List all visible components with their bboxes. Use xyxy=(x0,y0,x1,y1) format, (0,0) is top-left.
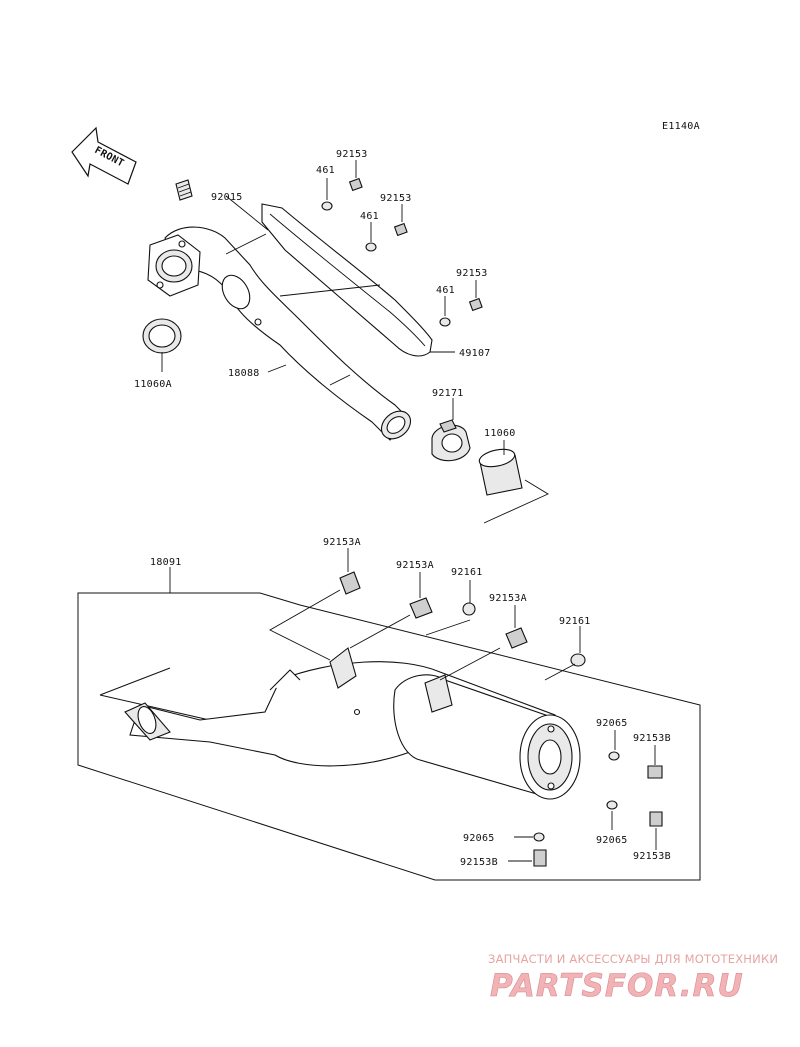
label-92153-b: 92153 xyxy=(380,193,412,204)
flange-part xyxy=(147,234,201,297)
bolt-92153A-b xyxy=(409,597,433,619)
bolt-92153-b xyxy=(393,222,408,237)
label-92153B-a: 92153B xyxy=(633,733,671,744)
label-92161-b: 92161 xyxy=(559,616,591,627)
label-92153-a: 92153 xyxy=(336,149,368,160)
label-92153-c: 92153 xyxy=(456,268,488,279)
label-92153B-b: 92153B xyxy=(633,851,671,862)
bolt-92153B-b xyxy=(649,811,663,827)
watermark-logo: PARTSFOR.RU xyxy=(490,968,744,1004)
washer-92065-a xyxy=(608,751,620,761)
bolt-92153B-c xyxy=(533,849,547,867)
watermark-tagline: ЗАПЧАСТИ И АКСЕССУАРЫ ДЛЯ МОТОТЕХНИКИ xyxy=(488,952,778,966)
bolt-92153A-c xyxy=(505,627,528,649)
label-11060A: 11060A xyxy=(134,379,172,390)
label-92065-b: 92065 xyxy=(596,835,628,846)
leader-18088 xyxy=(267,364,287,373)
clamp-part xyxy=(431,419,471,462)
label-92153A-a: 92153A xyxy=(323,537,361,548)
bolt-92153-a xyxy=(348,177,363,192)
label-92153A-c: 92153A xyxy=(489,593,527,604)
label-18088: 18088 xyxy=(228,368,260,379)
leader-92015 xyxy=(225,195,269,255)
label-92171: 92171 xyxy=(432,388,464,399)
washer-92065-c xyxy=(533,832,545,842)
washer-92065-b xyxy=(606,800,618,810)
label-461-c: 461 xyxy=(436,285,455,296)
muffler-part xyxy=(124,647,581,800)
label-92065-a: 92065 xyxy=(596,718,628,729)
label-92161-a: 92161 xyxy=(451,567,483,578)
leader-muffler-mounts xyxy=(269,589,576,681)
gasket-11060A-part xyxy=(142,318,182,354)
washer-461-b xyxy=(365,242,377,252)
washer-461-a xyxy=(321,201,333,211)
diagram-id: E1140A xyxy=(662,121,700,132)
muffler-assembly-frame xyxy=(77,592,701,881)
nut-92161-b xyxy=(570,653,586,667)
label-461-a: 461 xyxy=(316,165,335,176)
leader-assembly-b xyxy=(483,479,549,524)
label-92153B-c: 92153B xyxy=(460,857,498,868)
label-92015: 92015 xyxy=(211,192,243,203)
label-49107: 49107 xyxy=(459,348,491,359)
nut-92161-a xyxy=(462,602,476,616)
bolt-92153A-a xyxy=(339,571,361,595)
stud-part xyxy=(175,179,193,201)
bolt-92153-c xyxy=(468,297,483,312)
bolt-92153B-a xyxy=(647,765,663,779)
leader-assembly-a xyxy=(279,284,381,386)
exhaust-pipe-part xyxy=(164,226,412,441)
label-18091: 18091 xyxy=(150,557,182,568)
front-arrow-icon: FRONT xyxy=(71,126,137,185)
label-92065-c: 92065 xyxy=(463,833,495,844)
label-92153A-b: 92153A xyxy=(396,560,434,571)
label-11060: 11060 xyxy=(484,428,516,439)
gasket-11060-part xyxy=(478,448,523,496)
washer-461-c xyxy=(439,317,451,327)
label-461-b: 461 xyxy=(360,211,379,222)
